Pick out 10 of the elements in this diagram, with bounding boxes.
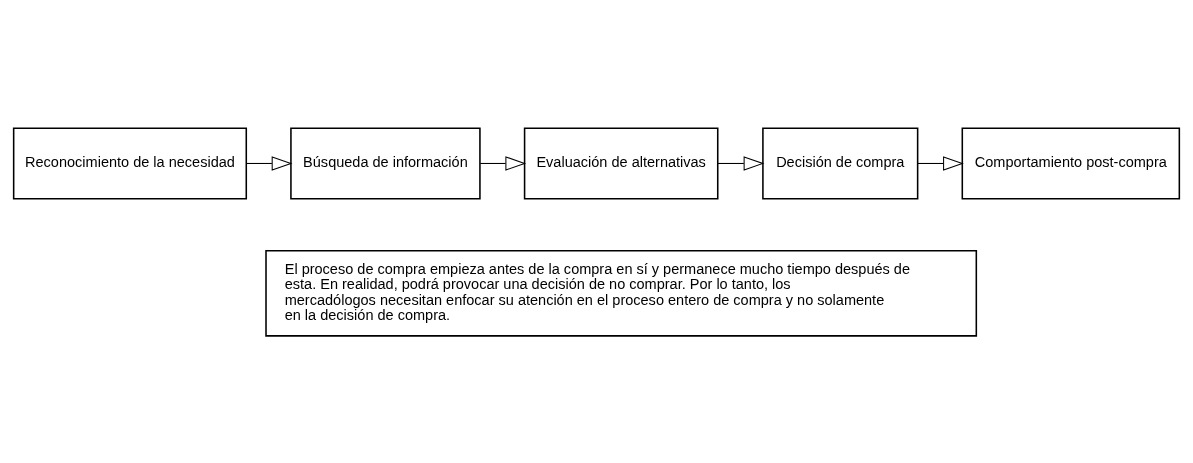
node-box: Evaluación de alternativas [523,126,719,200]
arrow [917,155,964,171]
node-box: Reconocimiento de la necesidad [12,126,248,200]
node-box: Búsqueda de información [290,126,481,200]
node-box: Decisión de compra [762,126,919,200]
arrow [717,155,765,171]
node-box: El proceso de compra empieza antes de la compra en sí y permanece mucho tiempo después de esta. En realidad, podrá provocar una decisión de no comprar. Por lo tanto, los mercadólogos necesitan enfocar su atención en el proceso entero de compra y no solamente en la decisión de compra. [265,249,978,337]
node-box: Comportamiento post-compra [961,126,1181,200]
arrow [246,155,293,171]
arrow [479,155,527,171]
